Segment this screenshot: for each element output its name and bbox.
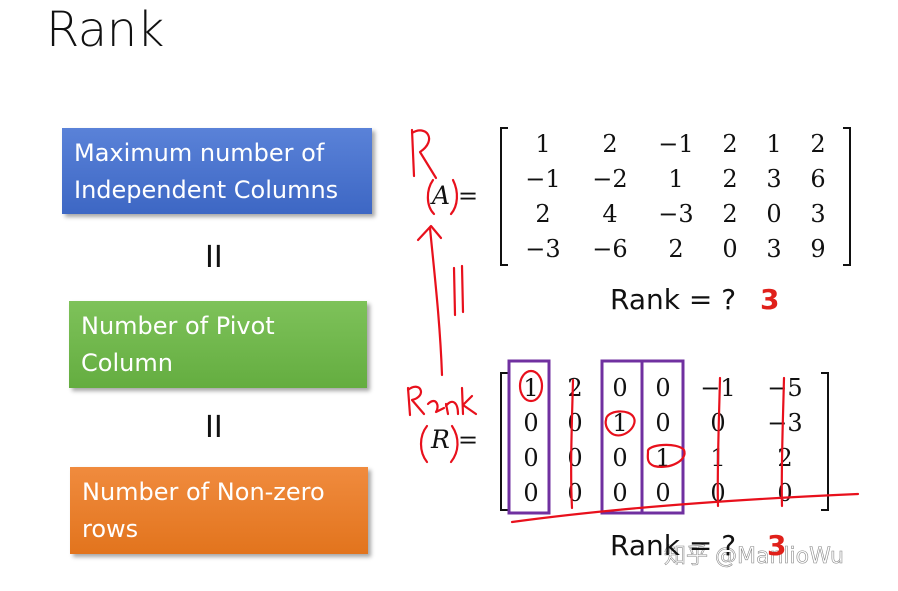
handwritten-rank bbox=[406, 385, 478, 417]
matrix-r-cell: 0 bbox=[567, 479, 582, 507]
matrix-a-cells: 1 2 −1 2 1 2 −1 −2 1 2 3 6 2 4 −3 2 0 3 −3 −6 2 0 3 9 bbox=[525, 130, 825, 263]
strike-column-2 bbox=[570, 378, 575, 510]
handwritten-R bbox=[410, 128, 438, 180]
handwritten-paren-a-left bbox=[426, 178, 436, 216]
box-line: Number of Pivot bbox=[81, 312, 275, 340]
matrix-r-cell: 0 bbox=[567, 409, 582, 437]
matrix-a-cell: 6 bbox=[810, 165, 825, 193]
matrix-a-cell: 2 bbox=[722, 200, 737, 228]
max-independent-columns-box: Maximum number of Independent Columns bbox=[62, 128, 372, 214]
matrix-r-cell: −3 bbox=[767, 409, 802, 437]
matrix-a-cell: −3 bbox=[525, 235, 560, 263]
box-line: Number of Non-zero bbox=[82, 478, 325, 506]
matrix-a-cell: 2 bbox=[602, 130, 617, 158]
box-line: Maximum number of bbox=[74, 139, 325, 167]
matrix-r-cell: 0 bbox=[523, 479, 538, 507]
strike-column-5 bbox=[716, 376, 722, 508]
matrix-r-cell: 0 bbox=[567, 444, 582, 472]
box-line: rows bbox=[82, 515, 139, 543]
slide-title: Rank bbox=[46, 2, 164, 58]
rank-answer-2: 3 bbox=[767, 529, 787, 562]
matrix-a-cell: 2 bbox=[722, 130, 737, 158]
handwritten-paren-r-right bbox=[449, 424, 459, 464]
matrix-a-cell: 0 bbox=[722, 235, 737, 263]
matrix-a-cell: 1 bbox=[766, 130, 781, 158]
matrix-r-equals: = bbox=[458, 426, 478, 454]
matrix-a-cell: 2 bbox=[722, 165, 737, 193]
matrix-a-cell: 3 bbox=[766, 235, 781, 263]
matrix-a-cell: 0 bbox=[766, 200, 781, 228]
matrix-r-cell: 0 bbox=[655, 374, 670, 402]
matrix-r-cell: 1 bbox=[523, 374, 538, 402]
matrix-a-cell: −3 bbox=[658, 200, 693, 228]
pivot-column-box: Number of Pivot Column bbox=[69, 301, 367, 388]
matrix-r-cell: 0 bbox=[655, 409, 670, 437]
matrix-a-cell: 1 bbox=[535, 130, 550, 158]
matrix-a-label: A bbox=[430, 181, 450, 210]
matrix-a-cell: 1 bbox=[668, 165, 683, 193]
equals-sign-2: II bbox=[205, 410, 223, 445]
handwritten-equals-vertical bbox=[452, 264, 465, 317]
matrix-r-label: R bbox=[430, 425, 450, 454]
pivot-circle-2 bbox=[604, 410, 636, 437]
matrix-r-cell: 2 bbox=[567, 374, 582, 402]
matrix-a-cell: 3 bbox=[810, 200, 825, 228]
matrix-a-cell: −2 bbox=[592, 165, 627, 193]
matrix-a-cell: 2 bbox=[535, 200, 550, 228]
handwritten-paren-r-left bbox=[419, 424, 429, 464]
matrix-r-cell: 1 bbox=[612, 409, 627, 437]
matrix-a-cell: 4 bbox=[602, 200, 617, 228]
matrix-a-cell: −1 bbox=[658, 130, 693, 158]
matrix-a-cell: −1 bbox=[525, 165, 560, 193]
handwritten-paren-a-right bbox=[449, 178, 458, 216]
equals-sign-1: II bbox=[205, 240, 223, 275]
rank-answer-1: 3 bbox=[760, 283, 780, 316]
matrix-a-cell: −6 bbox=[592, 235, 627, 263]
matrix-r-cell: 1 bbox=[655, 444, 670, 472]
matrix-r-cell: 0 bbox=[612, 444, 627, 472]
matrix-a-cell: 3 bbox=[766, 165, 781, 193]
matrix-r-cell: 0 bbox=[523, 444, 538, 472]
pivot-circle-3 bbox=[646, 443, 686, 468]
matrix-r-cell: 0 bbox=[777, 479, 792, 507]
matrix-a-cell: 2 bbox=[668, 235, 683, 263]
matrix-r-cell: 0 bbox=[612, 374, 627, 402]
nonzero-rows-box: Number of Non-zero rows bbox=[70, 467, 368, 554]
handwritten-annotations bbox=[406, 128, 860, 524]
box-line: Column bbox=[81, 349, 173, 377]
matrix-r-left-bracket bbox=[500, 372, 508, 511]
rank-question-1: Rank = ? bbox=[610, 283, 737, 316]
matrix-a-equals: = bbox=[458, 182, 478, 210]
pivot-circle-1 bbox=[518, 369, 544, 403]
pivot-column-highlight-3 bbox=[640, 359, 685, 515]
rank-question-2: Rank = ? bbox=[610, 529, 737, 562]
matrix-a-cell: 2 bbox=[810, 130, 825, 158]
handwritten-arrow-head bbox=[416, 224, 443, 242]
matrix-a-cell: 9 bbox=[810, 235, 825, 263]
matrix-r-cell: 0 bbox=[612, 479, 627, 507]
strike-column-6 bbox=[780, 376, 786, 508]
matrix-r-right-bracket bbox=[821, 372, 829, 511]
matrix-a-left-bracket bbox=[500, 127, 508, 266]
matrix-r-cell: 2 bbox=[777, 444, 792, 472]
matrix-r-cell: 0 bbox=[655, 479, 670, 507]
watermark: 知乎 @ManlioWu bbox=[664, 544, 844, 569]
matrix-r-cell: −1 bbox=[700, 374, 735, 402]
box-line: Independent Columns bbox=[74, 176, 339, 204]
handwritten-arrow-shaft bbox=[428, 226, 444, 377]
matrix-r-cell: 0 bbox=[523, 409, 538, 437]
matrix-a-right-bracket bbox=[843, 127, 851, 266]
handwritten-underline bbox=[510, 492, 860, 524]
pivot-column-highlight-1 bbox=[507, 359, 551, 515]
